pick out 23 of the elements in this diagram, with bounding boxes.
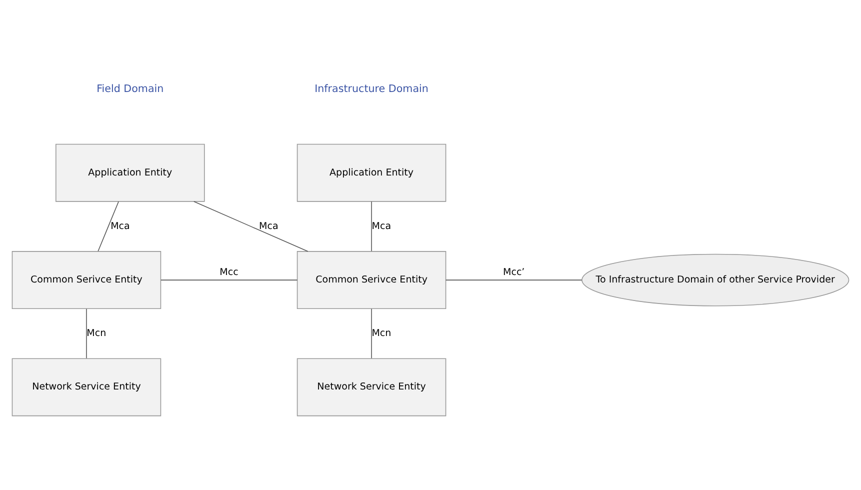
edge-label: Mcc’ [503,266,525,278]
connector [98,200,119,251]
connector [160,279,298,280]
edge-label: Mca [372,220,392,232]
edge-label: Mcc [220,266,238,278]
edge-label: Mcn [372,328,392,339]
connector [193,200,308,252]
node-box: Network Service Entity [12,358,162,416]
node-box: Common Serivce Entity [12,250,162,309]
node-box: Application Entity [296,143,446,202]
node-ellipse: To Infrastructure Domain of other Service Provider [582,253,850,306]
connector [446,279,582,280]
connector [371,308,372,358]
edge-label: Mcn [86,328,106,339]
label: Field Domain [96,82,164,95]
edge-label: Mca [110,220,130,232]
label: Infrastructure Domain [314,82,428,95]
node-box: Common Serivce Entity [296,250,446,309]
connector [86,308,87,358]
node-box: Application Entity [56,143,205,202]
edge-label: Mca [259,220,278,232]
connector [371,200,372,251]
node-box: Network Service Entity [296,358,446,416]
